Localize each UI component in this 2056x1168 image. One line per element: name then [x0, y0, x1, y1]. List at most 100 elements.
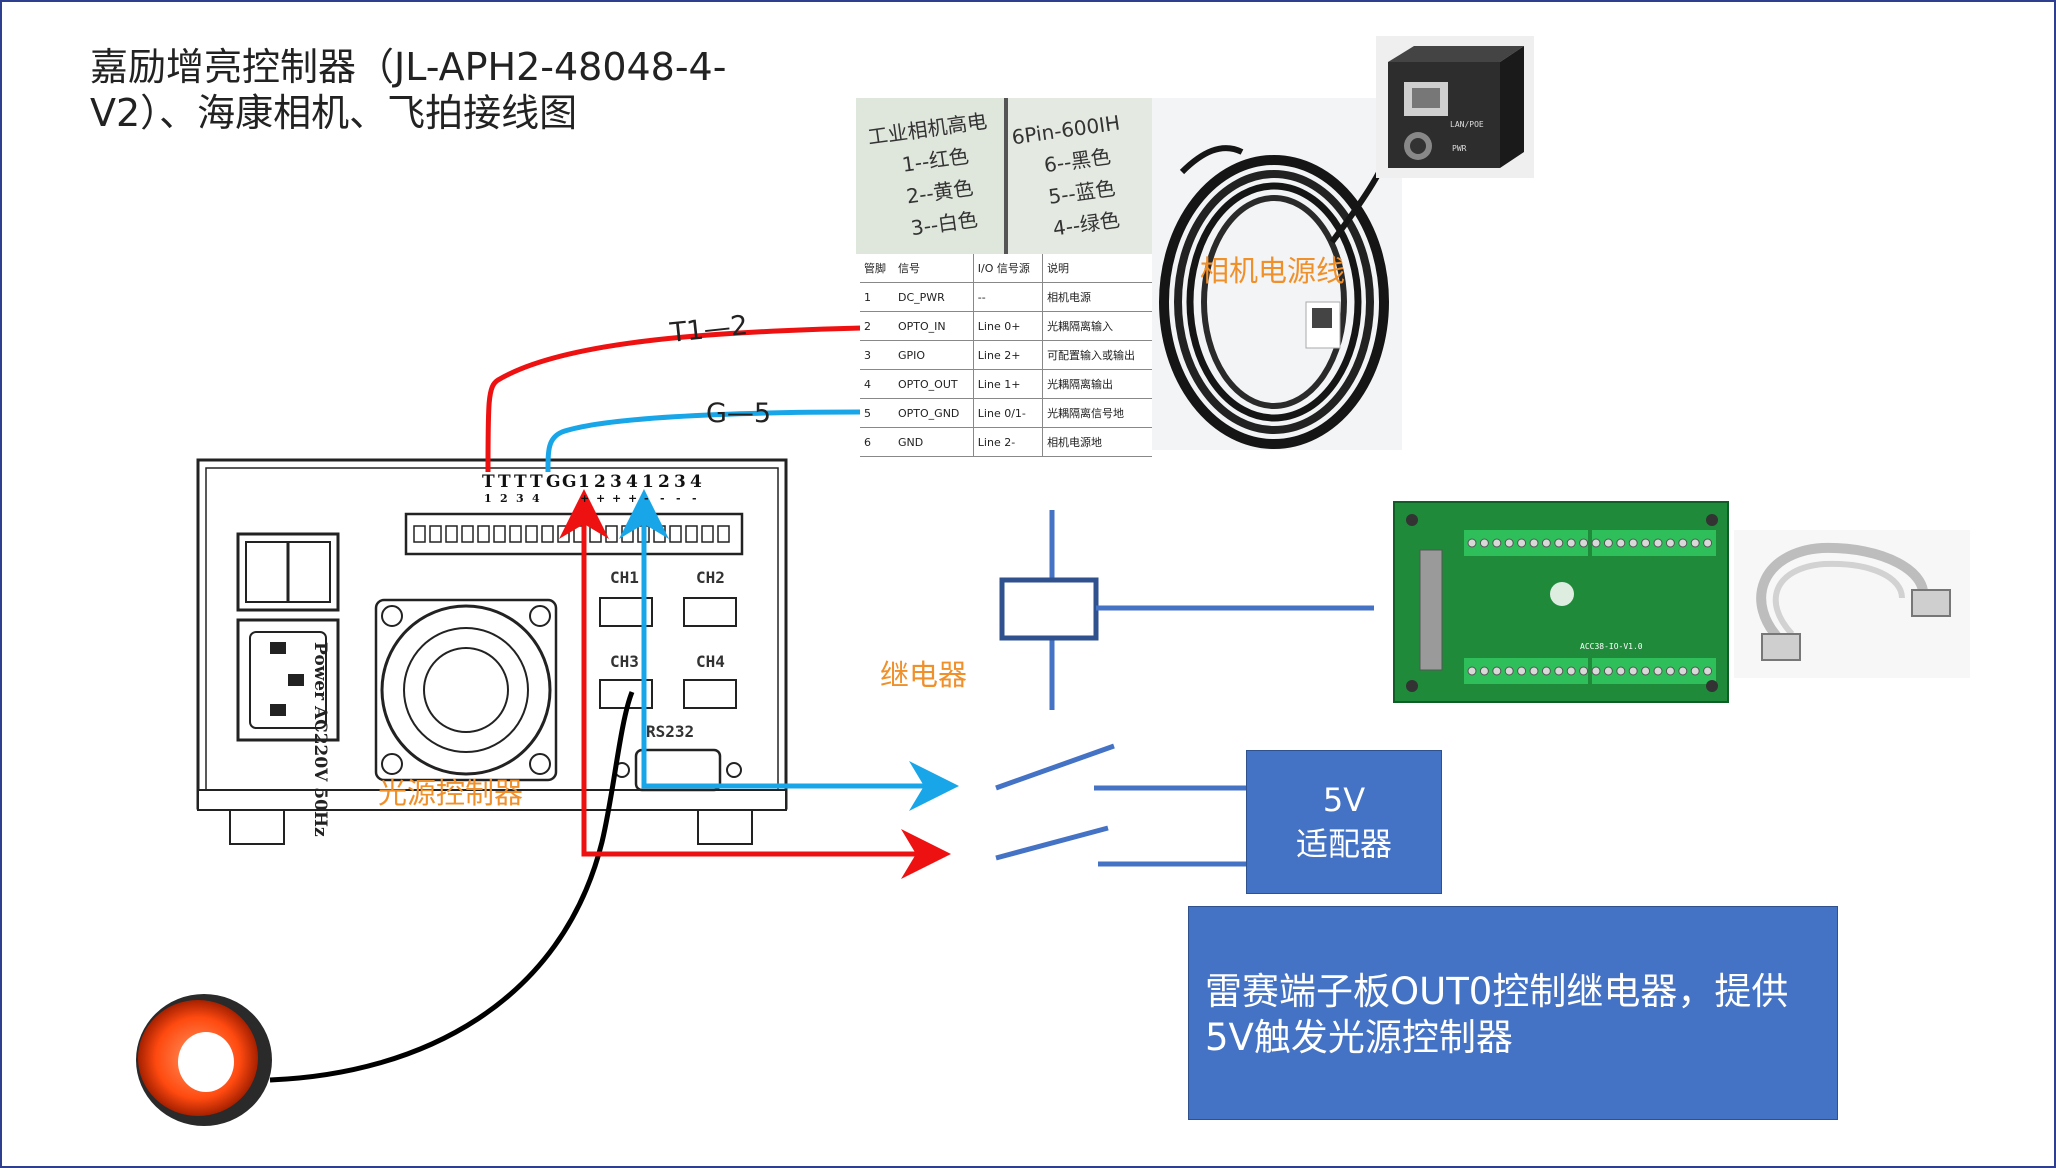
board-screw [1616, 538, 1626, 548]
board-screw [1665, 538, 1675, 548]
terminal-label-bottom: 1 [484, 492, 492, 505]
pin-table-cell: Line 0/1- [972, 398, 1043, 428]
adapter-line-2: 适配器 [1295, 825, 1392, 863]
board-screw [1504, 666, 1514, 676]
blue-trigger-wire [619, 489, 959, 811]
pin-table-cell: 可配置输入或输出 [1042, 340, 1152, 370]
board-screw [1529, 666, 1539, 676]
db-cable-photo [1734, 530, 1970, 678]
board-screw [1703, 538, 1713, 548]
terminal-slot [685, 525, 698, 543]
pin-table-cell: Line 2+ [972, 340, 1043, 370]
light-controller-label: 光源控制器 [378, 776, 524, 810]
relay-symbol [995, 510, 1374, 867]
cable-tag-right: 6Pin-600IH 6--黑色 5--蓝色 4--绿色 [1010, 104, 1157, 249]
board-screw [1529, 538, 1539, 548]
board-terminal-screws [1467, 538, 1713, 676]
terminal-slot [701, 525, 714, 543]
board-screw [1467, 538, 1477, 548]
board-screw [1517, 666, 1527, 676]
board-screw [1554, 538, 1564, 548]
board-screw [1628, 538, 1638, 548]
board-screw [1678, 666, 1688, 676]
pin-table-cell: Line 1+ [972, 369, 1043, 399]
note-line-2: 5V触发光源控制器 [1205, 1016, 1513, 1059]
terminal-slot [541, 525, 554, 543]
board-screw [1479, 666, 1489, 676]
pin-table-cell: 管脚 [860, 254, 895, 283]
pin-table-cell: I/O 信号源 [972, 254, 1043, 283]
blue-wire-g [545, 409, 861, 473]
5v-adapter-box: 5V 适配器 [1246, 750, 1442, 894]
board-screw [1492, 666, 1502, 676]
pin-table-cell: 光耦隔离信号地 [1042, 398, 1152, 428]
pin-table-cell: GND [894, 427, 974, 457]
terminal-label-top: T [498, 472, 511, 492]
port-rs232: RS232 [646, 722, 695, 741]
pin-table-cell: 5 [860, 398, 895, 428]
terminal-slot [429, 525, 442, 543]
terminal-label-top: 1 [642, 472, 654, 492]
terminal-label-bottom: + [612, 492, 622, 505]
red-trigger-wire [559, 489, 951, 879]
terminal-slot [493, 525, 506, 543]
board-screw [1616, 666, 1626, 676]
port-ch4: CH4 [696, 652, 725, 671]
terminal-label-top: T [482, 472, 495, 492]
terminal-label-bottom: - [644, 492, 649, 505]
pin-table-cell: 1 [860, 282, 895, 312]
terminal-label-top: 2 [658, 472, 670, 492]
terminal-slot [525, 525, 538, 543]
terminal-label-bottom: 4 [532, 492, 540, 505]
board-model-label: ACC38-IO-V1.0 [1580, 642, 1643, 651]
board-screw [1603, 538, 1613, 548]
camera-pwr-label: PWR [1452, 144, 1467, 153]
adapter-line-1: 5V [1322, 781, 1366, 819]
board-screw [1541, 666, 1551, 676]
terminal-slot [605, 525, 618, 543]
board-screw [1492, 538, 1502, 548]
terminal-slot [669, 525, 682, 543]
board-screw [1579, 538, 1589, 548]
terminal-slot [717, 525, 730, 543]
terminal-slot [509, 525, 522, 543]
board-screw [1690, 538, 1700, 548]
pin-table-cell: GPIO [894, 340, 974, 370]
board-screw [1566, 538, 1576, 548]
cable-tag-left: 工业相机高电 1--红色 2--黄色 3--白色 [866, 104, 1011, 249]
camera-lan-label: LAN/POE [1450, 120, 1484, 129]
terminal-slot [589, 525, 602, 543]
cable-tag-photo [856, 98, 1152, 254]
terminal-label-top: G [562, 472, 577, 492]
terminal-label-top: G [546, 472, 561, 492]
board-screw [1541, 538, 1551, 548]
camera-photo [1376, 36, 1534, 178]
pin-table-cell: 2 [860, 311, 895, 341]
pin-table-cell: OPTO_GND [894, 398, 974, 428]
terminal-label-bottom: 2 [500, 492, 508, 505]
terminal-label-bottom: - [692, 492, 697, 505]
ring-light [136, 994, 272, 1126]
board-screw [1641, 538, 1651, 548]
terminal-slot [477, 525, 490, 543]
board-screw [1591, 538, 1601, 548]
board-screw [1641, 666, 1651, 676]
wire-label-g: G—5 [706, 398, 772, 429]
board-screw [1467, 666, 1477, 676]
pin-table-cell: 4 [860, 369, 895, 399]
terminal-slot [413, 525, 426, 543]
camera-power-cable-label: 相机电源线 [1200, 254, 1346, 288]
board-screw [1678, 538, 1688, 548]
terminal-label-top: T [514, 472, 527, 492]
port-ch1: CH1 [610, 568, 639, 587]
pin-table-cell: 3 [860, 340, 895, 370]
pin-table-cell: 光耦隔离输出 [1042, 369, 1152, 399]
pin-table-cell: 相机电源地 [1042, 427, 1152, 457]
